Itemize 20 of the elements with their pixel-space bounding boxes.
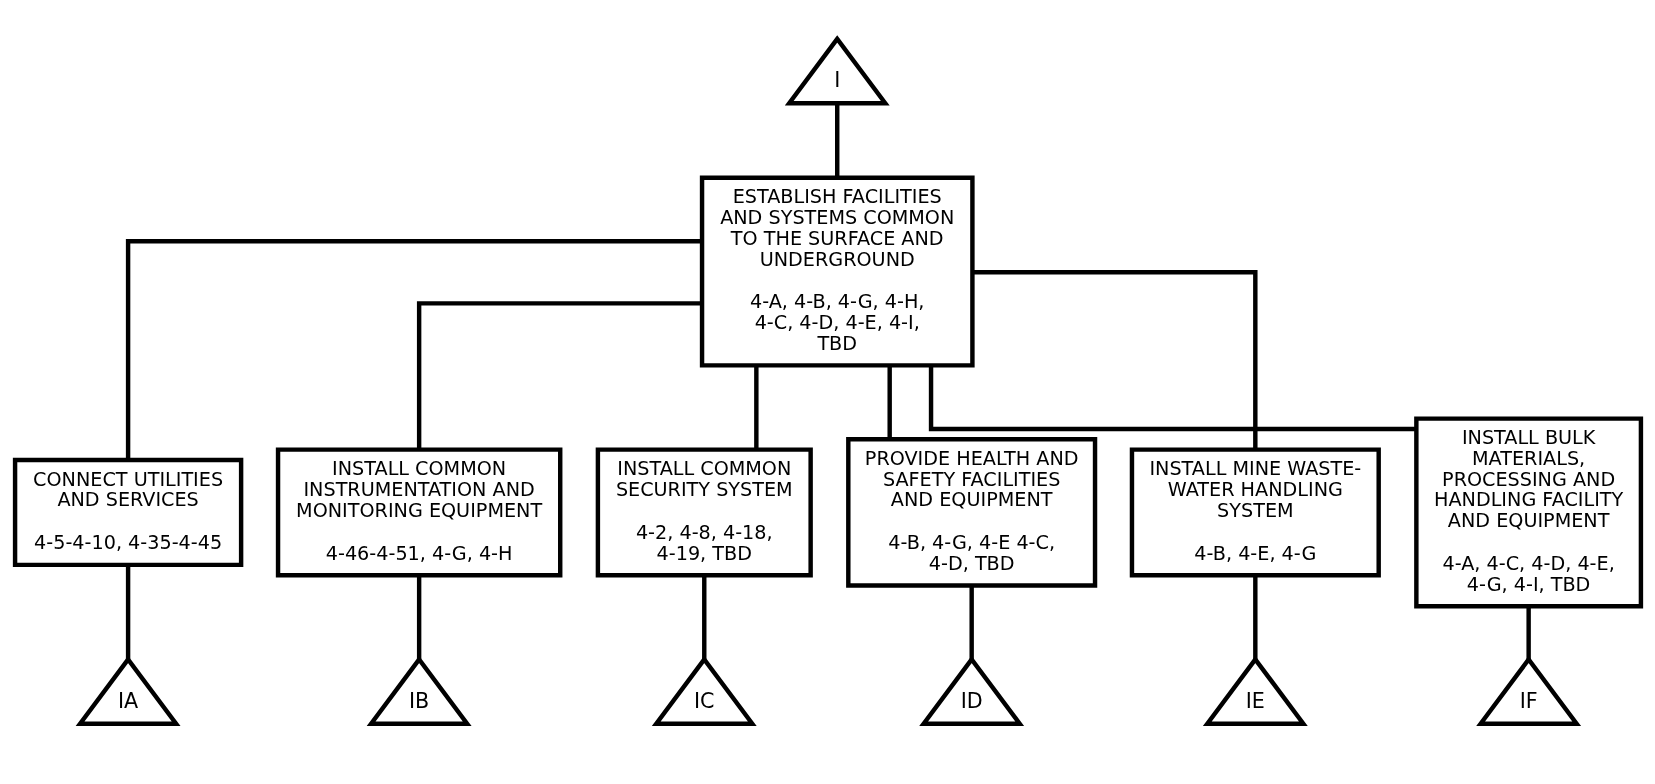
node-box: INSTALL COMMON INSTRUMENTATION AND MONITORING EQUIPMENT 4-46-4-51, 4-G, 4-H <box>275 447 562 578</box>
node-box: INSTALL MINE WASTE-WATER HANDLING SYSTEM 4-B, 4-E, 4-G <box>1129 447 1381 578</box>
connector <box>753 366 759 450</box>
node-box: PROVIDE HEALTH AND SAFETY FACILITIES AND EQUIPMENT 4-B, 4-G, 4-E 4-C, 4-D, TBD <box>845 437 1097 588</box>
connector <box>972 270 1258 450</box>
connector <box>1525 606 1531 660</box>
connector <box>834 103 839 178</box>
connector <box>125 239 702 460</box>
node-box: INSTALL BULK MATERIALS, PROCESSING AND HANDLING FACILITY AND EQUIPMENT 4-A, 4-C, 4-D, 4-E, 4-G, 4-I, TBD <box>1413 416 1643 609</box>
connector <box>928 365 1416 432</box>
connector <box>416 575 421 660</box>
connector <box>416 301 701 450</box>
connector <box>886 366 892 440</box>
node-box: INSTALL COMMON SECURITY SYSTEM 4-2, 4-8, 4-18, 4-19, TBD <box>595 447 813 578</box>
connector <box>125 565 130 660</box>
node-box: CONNECT UTILITIES AND SERVICES 4-5-4-10, 4-35-4-45 <box>12 457 243 568</box>
connector <box>968 585 974 660</box>
connector <box>701 575 706 660</box>
connector <box>1252 575 1258 660</box>
node-box: ESTABLISH FACILITIES AND SYSTEMS COMMON TO THE SURFACE AND UNDERGROUND 4-A, 4-B, 4-G, 4-H, 4-C, 4-D, 4-E, 4-I, TBD <box>699 175 975 368</box>
